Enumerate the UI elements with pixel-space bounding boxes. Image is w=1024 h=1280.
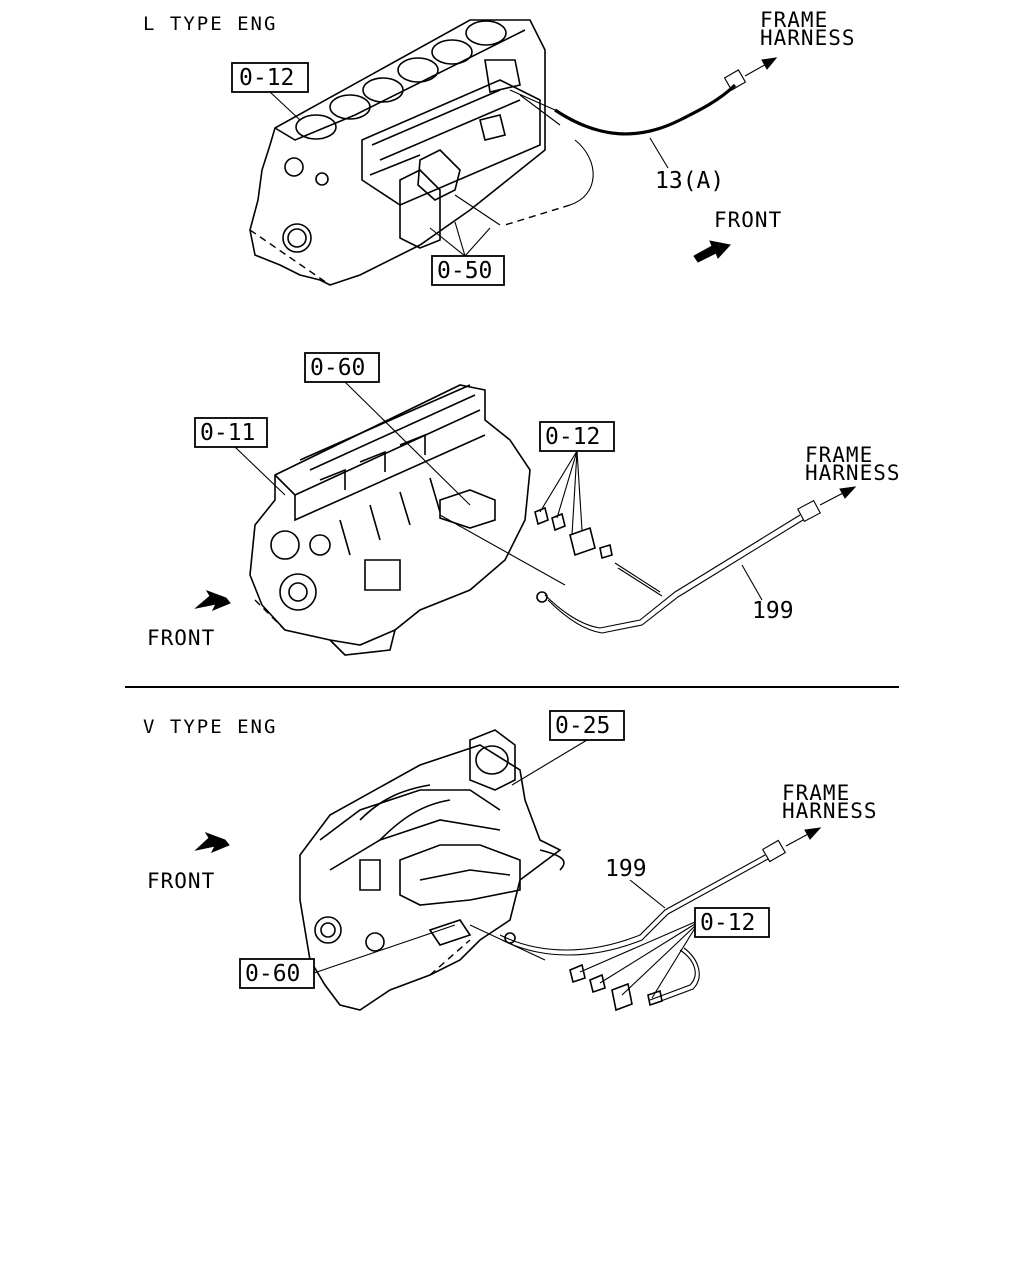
part-label-199-middle: 199 — [752, 598, 794, 624]
ref-box-0-11 — [194, 417, 268, 448]
ref-0-60-middle: 0-60 — [310, 355, 365, 381]
engine-block-top — [249, 19, 546, 286]
ref-box-0-60-v-type — [239, 958, 315, 989]
ref-0-12-top: 0-12 — [239, 65, 294, 91]
harness-199-middle — [439, 486, 857, 634]
front-arrow-icon-2 — [194, 590, 231, 611]
front-label-1: FRONT — [714, 208, 782, 232]
harness-199-v-type — [469, 827, 822, 1012]
front-arrow-icon-3 — [194, 832, 230, 853]
frame-harness-label-3b: HARNESS — [782, 799, 878, 823]
frame-harness-label-3a: FRAME — [782, 781, 850, 805]
ref-0-50: 0-50 — [437, 258, 492, 284]
frame-harness-label-1a: FRAME — [760, 8, 828, 32]
ref-box-0-12-top — [231, 62, 309, 93]
front-label-3: FRONT — [147, 869, 215, 893]
ref-0-60-v-type: 0-60 — [245, 961, 300, 987]
harness-13a — [454, 57, 778, 226]
frame-harness-label-1b: HARNESS — [760, 26, 856, 50]
section-title-v-type: V TYPE ENG — [143, 716, 277, 738]
part-label-13a: 13(A) — [655, 168, 724, 194]
ref-box-0-25 — [549, 710, 625, 741]
front-arrow-icon-1 — [693, 240, 731, 263]
ref-0-12-middle: 0-12 — [545, 424, 600, 450]
frame-harness-label-2b: HARNESS — [805, 461, 901, 485]
ref-box-0-60-middle — [304, 352, 380, 383]
ref-box-0-50 — [431, 255, 505, 286]
engine-block-v-type — [299, 729, 565, 1011]
front-label-2: FRONT — [147, 626, 215, 650]
frame-harness-label-2a: FRAME — [805, 443, 873, 467]
ref-0-11: 0-11 — [200, 420, 255, 446]
ref-0-12-v-type: 0-12 — [700, 910, 755, 936]
ref-box-0-12-v-type — [694, 907, 770, 938]
engine-block-middle — [249, 384, 531, 656]
ref-0-25: 0-25 — [555, 713, 610, 739]
section-title-l-type: L TYPE ENG — [143, 13, 277, 35]
part-label-199-v-type: 199 — [605, 856, 647, 882]
